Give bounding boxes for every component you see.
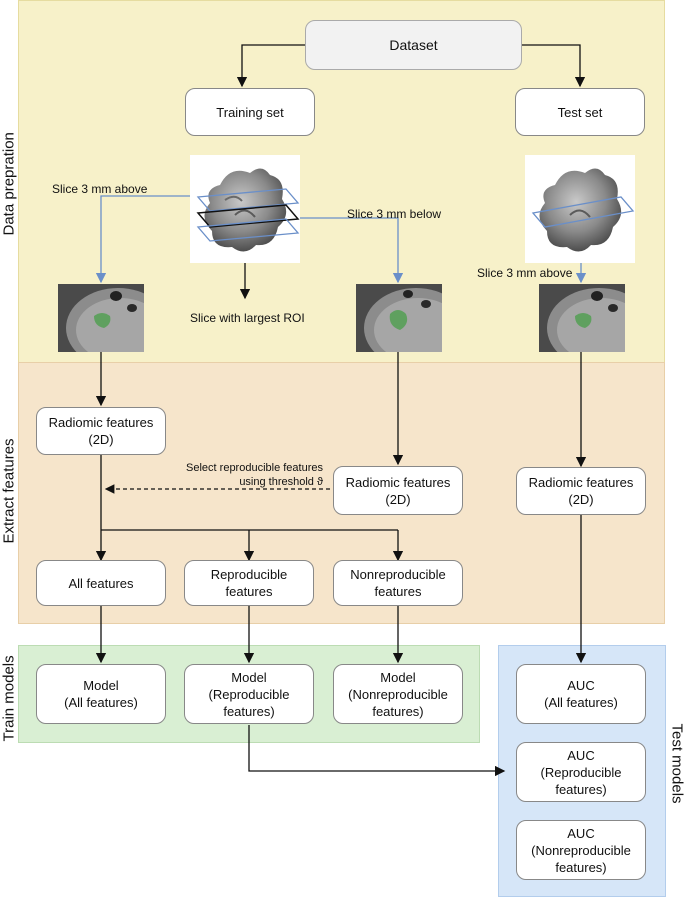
model-all-box: Model (All features) (36, 664, 166, 724)
training-set-box: Training set (185, 88, 315, 136)
nonreproducible-features-box: Nonreproducible features (333, 560, 463, 606)
radiomic-features-right-box: Radiomic features (2D) (516, 467, 646, 515)
note-slice-above-left: Slice 3 mm above (52, 182, 148, 196)
ct-slice-above-training (58, 284, 170, 368)
note-slice-largest: Slice with largest ROI (190, 311, 305, 325)
auc-reproducible-box: AUC (Reproducible features) (516, 742, 646, 802)
radiomic-features-left-box: Radiomic features (2D) (36, 407, 166, 455)
model-nonreproducible-box: Model (Nonreproducible features) (333, 664, 463, 724)
note-slice-below: Slice 3 mm below (347, 207, 442, 221)
tumor-3d-image-training (190, 155, 300, 263)
dataset-box: Dataset (305, 20, 522, 70)
radiomic-features-mid-box: Radiomic features (2D) (333, 466, 463, 515)
reproducible-features-box: Reproducible features (184, 560, 314, 606)
tumor-3d-image-test (525, 155, 635, 263)
note-select-reproducible: Select reproducible features using thres… (186, 462, 323, 488)
auc-nonreproducible-box: AUC (Nonreproducible features) (516, 820, 646, 880)
ct-slice-below-training (356, 284, 468, 368)
test-set-box: Test set (515, 88, 645, 136)
auc-all-box: AUC (All features) (516, 664, 646, 724)
model-reproducible-box: Model (Reproducible features) (184, 664, 314, 724)
all-features-box: All features (36, 560, 166, 606)
note-slice-above-right: Slice 3 mm above (477, 266, 573, 280)
ct-slice-above-test (539, 284, 651, 368)
